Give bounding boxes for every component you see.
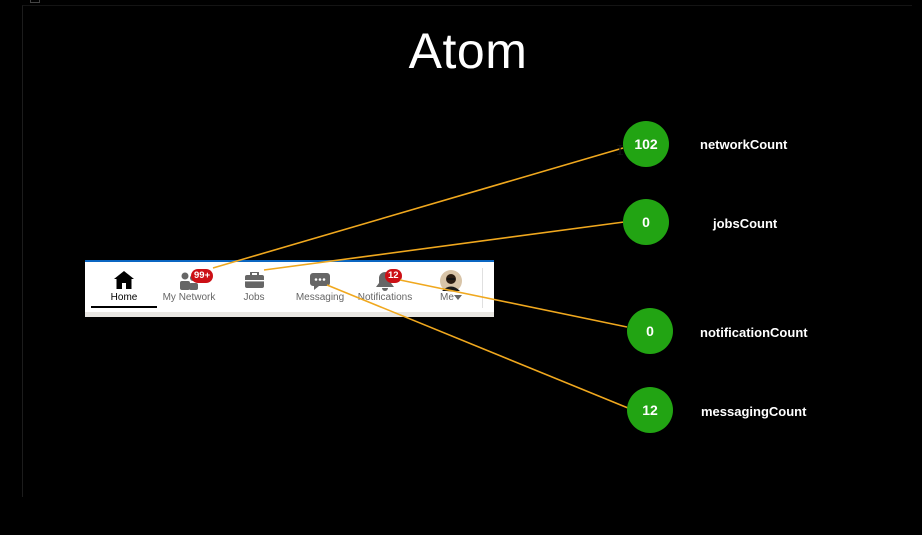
atom-circle-network: 102 <box>623 121 669 167</box>
nav-item-home[interactable]: Home <box>85 262 163 312</box>
notifications-badge: 12 <box>385 269 402 283</box>
connector-messaging <box>326 284 629 409</box>
atom-label-messaging: messagingCount <box>701 404 807 419</box>
nav-label-home: Home <box>110 292 138 303</box>
atom-label-network: networkCount <box>700 137 788 152</box>
nav-item-jobs[interactable]: Jobs <box>223 262 283 312</box>
atom-circle-jobs: 0 <box>623 199 669 245</box>
text-cursor-icon <box>617 145 623 155</box>
nav-label-network: My Network <box>162 292 216 303</box>
nav-label-jobs: Jobs <box>243 292 265 303</box>
connector-notifications <box>399 279 628 328</box>
nav-item-notifications[interactable]: 12 Notifications <box>353 262 417 312</box>
nav-label-messaging: Messaging <box>295 292 345 303</box>
home-icon <box>114 271 134 289</box>
atom-circle-notifications: 0 <box>627 308 673 354</box>
network-badge: 99+ <box>191 269 214 283</box>
atom-circle-messaging: 12 <box>627 387 673 433</box>
connector-network <box>212 147 624 269</box>
nav-item-messaging[interactable]: Messaging <box>289 262 351 312</box>
nav-label-me: Me <box>440 292 454 303</box>
chevron-down-icon[interactable] <box>454 295 462 300</box>
connector-jobs <box>263 221 625 271</box>
slide-title: Atom <box>408 23 528 79</box>
atom-label-jobs: jobsCount <box>713 216 778 231</box>
window-corner-mark <box>30 0 40 3</box>
nav-bar: Home 99+ My Network Jobs <box>85 260 494 317</box>
nav-label-notifications: Notifications <box>357 292 413 303</box>
chat-bubble-icon <box>310 273 330 290</box>
nav-bar-shadow <box>85 312 494 317</box>
slide-frame <box>22 5 912 497</box>
nav-item-network[interactable]: 99+ My Network <box>157 262 221 312</box>
atom-label-notifications: notificationCount <box>700 325 808 340</box>
active-tab-underline <box>91 306 157 308</box>
avatar <box>440 270 462 292</box>
nav-item-me[interactable]: Me <box>423 262 479 312</box>
nav-divider <box>482 268 483 308</box>
briefcase-icon <box>245 272 264 288</box>
